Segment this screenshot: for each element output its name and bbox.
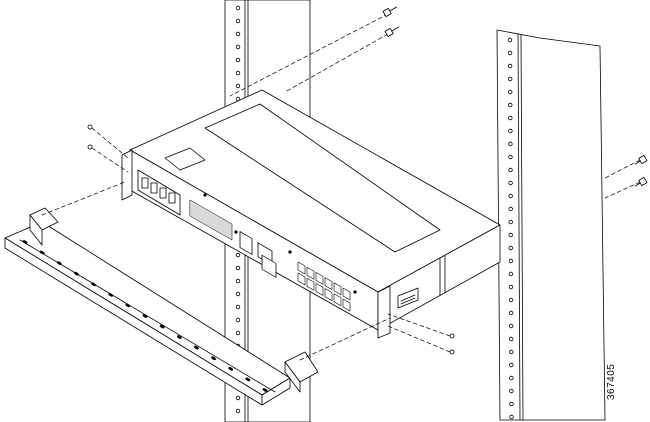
post-hole (509, 362, 514, 368)
post-hole (235, 408, 241, 414)
screw-icon (449, 349, 455, 355)
rail-slot (39, 250, 45, 255)
ethernet-port (315, 283, 324, 296)
post-hole (235, 83, 241, 89)
rail-slot (159, 324, 165, 329)
rail-slot (74, 271, 79, 276)
rail-slot (56, 261, 62, 265)
post-hole (507, 50, 513, 56)
post-hole (509, 349, 514, 355)
post-hole (509, 388, 514, 394)
rail-slot (22, 240, 28, 244)
post-hole (235, 265, 241, 271)
ethernet-port (333, 282, 342, 296)
left-mounting-ear (121, 149, 133, 201)
post-hole (508, 89, 513, 95)
post-hole (507, 63, 513, 69)
screw-icon (384, 26, 400, 37)
power-module (137, 169, 181, 216)
post-hole (508, 154, 513, 160)
post-hole (508, 336, 514, 342)
post-hole (235, 330, 241, 336)
post-hole (508, 310, 514, 316)
post-hole (235, 70, 241, 76)
ethernet-port-array (297, 261, 351, 312)
screw-icon (634, 177, 648, 187)
post-hole (508, 323, 514, 329)
ethernet-port (306, 277, 315, 291)
post-hole (508, 297, 514, 303)
post-hole (509, 401, 514, 407)
right-post-holes (507, 37, 514, 420)
router-chassis (121, 89, 501, 339)
screw-icon (449, 333, 455, 339)
ethernet-port (342, 298, 351, 312)
post-hole (508, 219, 513, 225)
right-rack-post (496, 29, 606, 421)
post-hole (508, 141, 513, 147)
post-hole (508, 258, 514, 264)
post-hole (508, 193, 513, 199)
screw-icon (634, 155, 648, 165)
screw-alignment-guides (41, 13, 641, 361)
screw-icon (87, 124, 93, 130)
rail-slot (245, 377, 251, 382)
ethernet-port (306, 266, 315, 280)
ethernet-port (297, 261, 306, 275)
post-hole (235, 291, 241, 297)
bracket-rail-slots (22, 240, 268, 392)
top-label-panel (204, 103, 441, 253)
vent-grid (189, 199, 233, 241)
post-hole (235, 31, 241, 37)
rail-slot (176, 335, 182, 339)
rail-slot (194, 345, 199, 350)
screw-icon (87, 144, 93, 150)
post-hole (235, 44, 241, 50)
rail-slot (211, 356, 216, 361)
post-hole (508, 245, 514, 251)
post-hole (235, 252, 241, 258)
rail-slot (262, 388, 268, 392)
front-port-block (239, 231, 277, 278)
top-small-label (164, 147, 206, 171)
post-hole (508, 128, 513, 134)
screw-icon (382, 6, 398, 17)
ethernet-port (324, 277, 333, 290)
ethernet-port (333, 293, 342, 307)
post-hole (508, 271, 514, 277)
cable-tray-bracket (4, 207, 319, 406)
ethernet-port (297, 272, 306, 286)
post-hole (235, 5, 241, 11)
post-hole (235, 304, 241, 310)
post-hole (509, 414, 514, 420)
post-hole (235, 278, 241, 284)
status-leds (203, 193, 357, 294)
post-hole (507, 37, 513, 43)
rail-slot (125, 303, 131, 308)
post-hole (508, 167, 513, 173)
rail-slot (108, 293, 114, 297)
rail-slot (142, 314, 148, 318)
ethernet-port (342, 287, 351, 301)
figure-id-number: 367405 (606, 363, 617, 400)
post-hole (235, 57, 241, 63)
post-hole (509, 375, 514, 381)
rail-slot (228, 367, 234, 371)
post-hole (235, 18, 241, 24)
post-hole (235, 317, 241, 323)
right-mounting-ear (377, 285, 391, 339)
post-hole (507, 76, 513, 82)
screw-set (87, 6, 648, 355)
post-hole (508, 102, 513, 108)
ethernet-port (315, 272, 324, 285)
post-hole (508, 284, 514, 290)
post-hole (508, 206, 513, 212)
rail-slot (91, 282, 96, 287)
post-hole (508, 232, 513, 238)
ethernet-port (324, 288, 333, 301)
post-hole (508, 115, 513, 121)
post-hole (508, 180, 513, 186)
post-hole (235, 395, 241, 401)
